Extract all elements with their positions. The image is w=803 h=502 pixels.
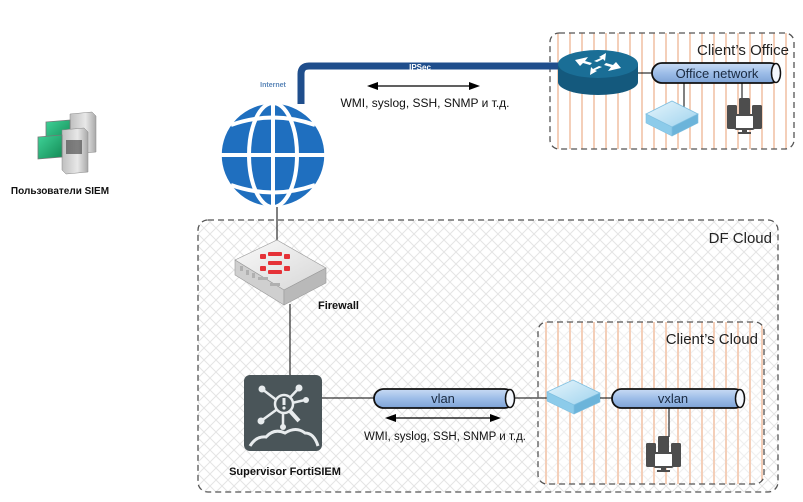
- fortisiem-icon[interactable]: [244, 375, 322, 451]
- ipsec-label: IPSec: [409, 63, 431, 72]
- protocols-label-office: WMI, syslog, SSH, SNMP и т.д.: [340, 96, 509, 110]
- zone-label-client-office: Client’s Office: [697, 42, 789, 59]
- switch-icon[interactable]: [645, 100, 699, 137]
- fortinet-logo-icon: [260, 252, 290, 274]
- firewall-label: Firewall: [318, 300, 359, 312]
- server-workstation-icon[interactable]: [727, 98, 762, 134]
- zone-label-client-cloud: Client’s Cloud: [666, 331, 758, 348]
- supervisor-label: Supervisor FortiSIEM: [229, 466, 341, 478]
- protocols-label-cloud: WMI, syslog, SSH, SNMP и т.д.: [364, 431, 526, 443]
- zone-label-df-cloud: DF Cloud: [709, 230, 772, 247]
- server-workstation-icon[interactable]: [646, 436, 681, 472]
- ipsec-tunnel: IPSec: [297, 62, 566, 104]
- vlan-label: vlan: [431, 391, 455, 406]
- globe-icon[interactable]: [220, 101, 326, 209]
- switch-icon[interactable]: [546, 379, 601, 415]
- internet-label: Internet: [260, 82, 286, 89]
- vxlan-pipe[interactable]: vxlan: [611, 388, 746, 409]
- siem-users-label: Пользователи SIEM: [11, 186, 109, 197]
- vlan-pipe[interactable]: vlan: [373, 388, 516, 409]
- office-network-label: Office network: [676, 66, 759, 81]
- fortigate-firewall-icon[interactable]: [234, 239, 327, 306]
- workstations-icon[interactable]: [37, 111, 97, 175]
- protocol-arrow-cloud: [385, 414, 501, 422]
- router-icon[interactable]: [558, 50, 638, 95]
- office-network-pipe[interactable]: Office network: [651, 62, 782, 84]
- protocol-arrow-office: [367, 82, 480, 90]
- vxlan-label: vxlan: [658, 391, 688, 406]
